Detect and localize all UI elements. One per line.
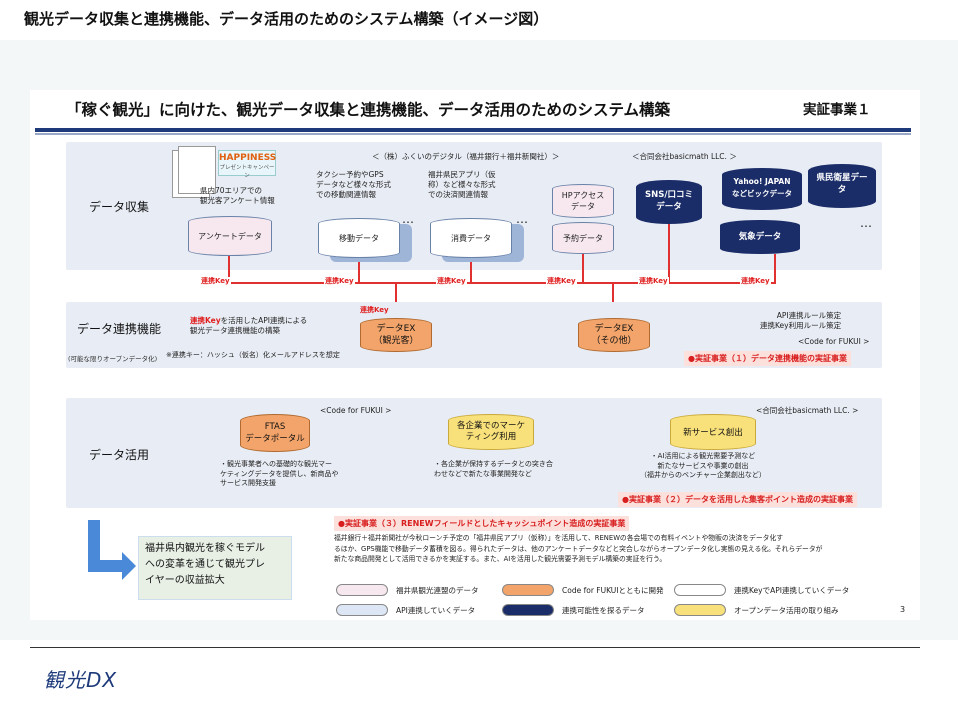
ribbon-project-1: ●実証事業（１）データ連携機能の実証事業 [684,351,851,366]
move-desc: タクシー予約やGPS データなど様々な形式 での移動関連情報 [316,170,391,199]
happiness-logo: HAPPINESS [219,153,277,163]
link-rules: API連携ルール策定 連携Key利用ルール策定 [760,311,842,330]
band-label-use: データ活用 [88,448,149,462]
fukui-digital-label: ＜（株）ふくいのデジタル（福井銀行＋福井新聞社）＞ [372,152,560,161]
happiness-sub: プレゼントキャンペーン [219,165,275,179]
renkei-key-label: 連携Key [436,277,467,287]
ribbon-project-3: ●実証事業（３）RENEWフィールドとしたキャッシュポイント造成の実証事業 [334,516,630,531]
renkei-key-label: 連携Key [638,277,669,287]
key-link-drop [228,256,230,283]
legend-swatch [502,604,554,616]
renkei-key-label: 連携Key [546,277,577,287]
key-link-drop [358,262,360,283]
sns-cylinder: SNS/口コミ データ [636,180,702,224]
legend-label: API連携していくデータ [396,605,476,615]
legend-label: 連携可能性を探るデータ [562,605,645,615]
page-number: 3 [900,605,906,614]
reserve-cylinder: 予約データ [552,222,614,254]
link-desc-rest: を活用したAPI連携による 観光データ連携機能の構築 [190,316,308,335]
consume-cylinder: 消費データ [430,218,512,258]
legend-swatch [336,604,388,616]
slide-title: 「稼ぐ観光」に向けた、観光データ収集と連携機能、データ活用のためのシステム構築 [66,101,671,119]
data-ex-tourist: データEX （観光客） [360,318,432,352]
band-label-collect: データ収集 [88,200,149,214]
legend-item: 福井県観光連盟のデータ [336,584,479,596]
outcome-box: 福井県内観光を稼ぐモデル への変革を通じて観光プレ イヤーの収益拡大 [138,536,292,600]
link-code-fukui: <Code for FUKUI > [798,337,870,346]
link-to-ex-tourist [395,282,397,308]
yahoo-cylinder: Yahoo! JAPAN などビックデータ [722,168,802,210]
use-code-fukui: <Code for FUKUI > [320,406,392,415]
outcome-arrow-bar [88,560,124,572]
data-ex-other: データEX （その他） [578,318,650,352]
legend-item: Code for FUKUIとともに開発 [502,584,664,596]
basicmath-label-top: ＜合同会社basicmath LLC. ＞ [632,152,737,161]
legend-label: 福井県観光連盟のデータ [396,585,479,595]
move-cylinder: 移動データ [318,218,400,258]
survey-doc-icon [178,146,216,194]
ellipsis-1: … [402,212,414,226]
use-basicmath: <合同会社basicmath LLC. > [756,406,859,415]
ribbon-project-2: ●実証事業（２）データを活用した集客ポイント造成の実証事業 [618,492,857,507]
legend-item: オープンデータ活用の取り組み [674,604,839,616]
legend-label: オープンデータ活用の取り組み [734,605,839,615]
footer-rule [30,647,920,648]
project-3-desc: 福井銀行＋福井新聞社が今秋ローンチ予定の「福井県民アプリ（仮称）」を活用して、R… [334,534,823,563]
renkei-key-label: 連携Key [360,306,389,314]
happiness-banner: HAPPINESS プレゼントキャンペーン [218,150,277,179]
renkei-key-label: 連携Key [200,277,231,287]
marketing-box: 各企業でのマーケ ティング利用 [448,414,534,450]
legend-label: Code for FUKUIとともに開発 [562,585,664,595]
consume-desc: 福井県民アプリ（仮 称）など様々な形式 での決済関連情報 [428,170,496,199]
legend-swatch [674,604,726,616]
outcome-arrow-head [122,552,136,580]
survey-desc: 県内70エリアでの 観光客アンケート情報 [200,186,275,205]
band-sublabel-link: (可能な限りオープンデータ化) [68,355,158,363]
legend-swatch [674,584,726,596]
legend-label: 連携KeyでAPI連携していくデータ [734,585,850,595]
key-link-drop [668,224,670,283]
renkei-key-label: 連携Key [324,277,355,287]
ellipsis-2: … [516,212,528,226]
ellipsis-3: … [860,216,872,230]
new-service-desc: ・AI活用による観光需要予測など 新たなサービスや事業の創出 （福井からのベンチ… [640,452,766,479]
satellite-cylinder: 県民衛星デー タ [808,164,876,208]
new-service-box: 新サービス創出 [670,414,756,450]
legend-item: API連携していくデータ [336,604,475,616]
slide-tag: 実証事業１ [803,102,871,118]
marketing-desc: ・各企業が保持するデータとの突き合 わせなどで新たな事業開発など [434,460,553,478]
title-rule [35,128,911,132]
legend-swatch [336,584,388,596]
title-rule-sub [35,133,911,135]
renkei-key-label: 連携Key [740,277,771,287]
legend-item: 連携KeyでAPI連携していくデータ [674,584,849,596]
link-desc-key: 連携Key [190,316,221,325]
weather-cylinder: 気象データ [720,220,800,254]
hp-access-cylinder: HPアクセス データ [552,184,614,218]
page-title: 観光データ収集と連携機能、データ活用のためのシステム構築（イメージ図） [24,10,549,28]
link-to-ex-other [612,282,614,308]
ftas-box: FTAS データポータル [240,414,310,452]
key-link-drop [582,254,584,283]
key-link-drop [470,262,472,283]
kanko-dx-logo: 観光DX [44,668,118,692]
legend-swatch [502,584,554,596]
link-note: ※連携キー：ハッシュ（仮名）化メールアドレスを想定 [166,351,340,359]
legend-item: 連携可能性を探るデータ [502,604,645,616]
outcome-arrow-stem [88,520,100,572]
band-label-link: データ連携機能 [76,322,161,336]
ftas-desc: ・観光事業者への基礎的な観光マー ケティングデータを提供し、新商品や サービス開… [220,460,339,487]
key-link-drop [774,254,776,283]
key-link-line [228,282,776,284]
link-desc: 連携Keyを活用したAPI連携による 観光データ連携機能の構築 [190,316,370,336]
survey-cylinder: アンケートデータ [188,216,272,256]
